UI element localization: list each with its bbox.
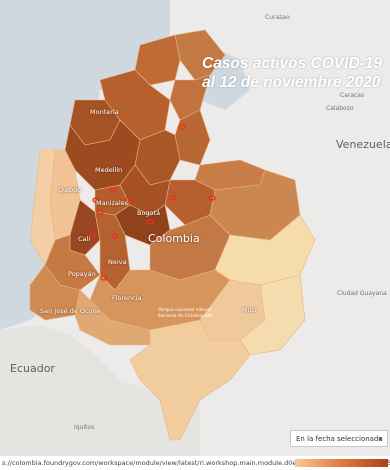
label-neiva: Neiva: [108, 258, 127, 266]
ecuador-peru-land: [0, 325, 200, 470]
label-calabozo: Calabozo: [326, 105, 354, 112]
department-amazonas[interactable]: [129, 319, 251, 441]
hotspot-marker: [109, 187, 117, 193]
label-cali: Cali: [78, 235, 91, 243]
hotspot-marker: [88, 233, 96, 239]
map-title-line-2: al 12 de noviembre 2020: [202, 74, 381, 91]
hotspot-markers: [88, 124, 216, 281]
label-caracas: Caracas: [340, 92, 365, 99]
hotspot-marker: [92, 197, 100, 203]
curazao-island: [252, 17, 272, 23]
colombia-departments[interactable]: [29, 29, 316, 441]
department-pacific-coast[interactable]: [29, 149, 56, 266]
label-manizales: Manizales: [96, 199, 129, 207]
label-mitu: Mitú: [242, 306, 257, 314]
label-san-jose: San José de Ocune: [40, 307, 101, 315]
label-quibdo: Quibdó: [58, 186, 82, 194]
label-popayan: Popayán: [68, 270, 96, 278]
url-bar[interactable]: s://colombia.foundrygov.com/workspace/mo…: [0, 456, 390, 470]
label-medellin: Medellín: [95, 166, 123, 174]
label-ciudad-guayana: Ciudad Guayana: [337, 290, 387, 297]
hotspot-marker: [169, 195, 177, 201]
hotspot-marker: [111, 233, 119, 239]
label-florencia: Florencia: [112, 294, 142, 302]
label-monteria: Montería: [90, 108, 119, 116]
label-bogota: Bogotá: [137, 209, 161, 217]
hotspot-marker: [124, 197, 132, 203]
hotspot-marker: [208, 195, 216, 201]
map-title-line-1: Casos activos COVID-19: [202, 55, 383, 72]
hotspot-marker: [178, 124, 186, 130]
label-iquitos: Iquitos: [74, 424, 95, 431]
label-parque-chiribiquete: Parque nacional natural Serranía de Chir…: [157, 308, 213, 319]
url-text: s://colombia.foundrygov.com/workspace/mo…: [2, 459, 390, 467]
hotspot-marker: [146, 219, 154, 225]
department-vaupes[interactable]: [239, 274, 306, 356]
label-venezuela: Venezuela: [336, 138, 390, 151]
color-legend-strip: [295, 459, 388, 467]
hotspot-marker: [96, 209, 104, 215]
date-filter-label: En la fecha seleccionada: [296, 434, 383, 443]
label-colombia: Colombia: [148, 232, 200, 245]
label-ecuador: Ecuador: [10, 362, 55, 375]
label-curazao: Curazao: [265, 14, 290, 21]
hotspot-marker: [100, 275, 108, 281]
chevron-down-icon: ▾: [378, 435, 382, 443]
date-filter-dropdown[interactable]: En la fecha seleccionada ▾: [290, 430, 388, 447]
